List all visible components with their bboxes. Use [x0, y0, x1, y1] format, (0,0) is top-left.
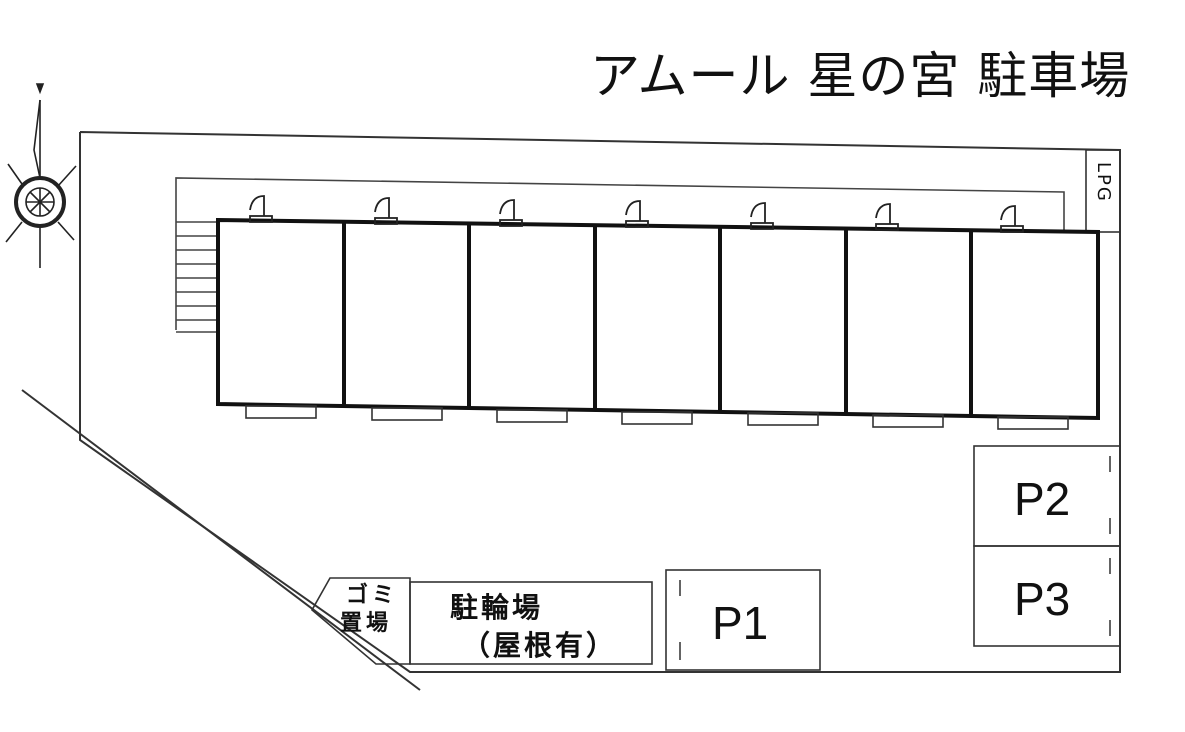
- trash-area-label: ゴミ 置場: [340, 582, 399, 638]
- balcony: [997, 416, 1069, 430]
- door-swing-icon: [499, 199, 523, 227]
- balcony: [245, 405, 317, 419]
- door-swing-icon: [1000, 205, 1024, 233]
- door-swing-icon: [875, 203, 899, 231]
- bicycle-parking-note: （屋根有）: [462, 629, 618, 662]
- trash-area-line1: ゴミ: [346, 583, 399, 608]
- compass-icon: [5, 83, 77, 268]
- lpg-label: LPG: [1093, 162, 1114, 203]
- balcony: [371, 407, 443, 421]
- stairs: [176, 221, 218, 333]
- door-swing-icon: [625, 200, 649, 228]
- road-edge: [21, 389, 421, 691]
- building: [216, 217, 1100, 421]
- door-swing-icon: [374, 197, 398, 225]
- balcony: [621, 411, 693, 425]
- parking-label-p1: P1: [712, 597, 769, 649]
- balcony: [496, 409, 568, 423]
- door-swing-icon: [750, 202, 774, 230]
- parking-label-p3: P3: [1014, 573, 1071, 625]
- trash-area-outline: [310, 577, 411, 665]
- page-title: アムール 星の宮 駐車場: [590, 47, 1131, 105]
- balcony: [747, 412, 819, 426]
- parking-space-p3: [973, 545, 1121, 647]
- property-boundary: [79, 131, 1121, 673]
- corridor-outline: [175, 177, 1065, 330]
- trash-area-line2: 置場: [340, 611, 393, 636]
- bicycle-parking-outline: [409, 581, 653, 665]
- bicycle-parking-label: 駐輪場: [450, 591, 544, 624]
- door-swing-icon: [249, 195, 273, 223]
- parking-label-p2: P2: [1014, 473, 1071, 525]
- parking-space-p1: [665, 569, 821, 671]
- balcony: [872, 414, 944, 428]
- lpg-box: [1085, 149, 1121, 233]
